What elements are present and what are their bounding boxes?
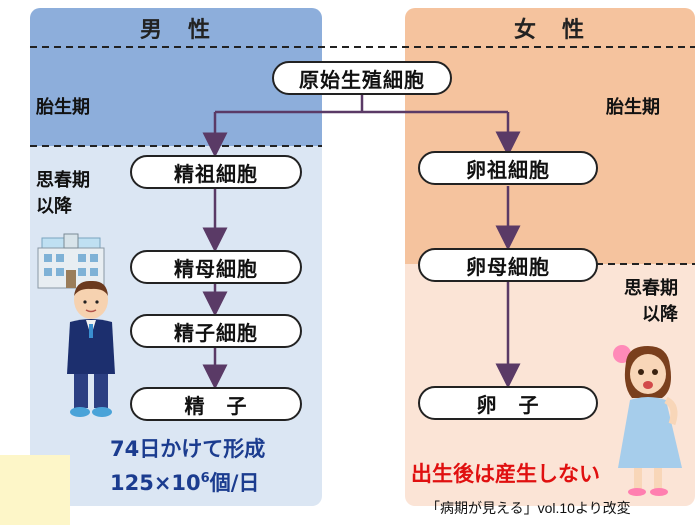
node-primordial-germ-cell: 原始生殖細胞 [272, 61, 452, 95]
male-production-rate: 125×106個/日 [110, 464, 265, 498]
female-fetal-region [405, 8, 695, 266]
puberty-label-left: 思春期 以降 [36, 168, 90, 220]
node-spermatid: 精子細胞 [130, 314, 302, 348]
puberty-label-left-line2: 以降 [36, 196, 72, 217]
node-primary-spermatocyte: 精母細胞 [130, 250, 302, 284]
puberty-label-right-line2: 以降 [642, 304, 678, 325]
puberty-label-left-line1: 思春期 [36, 170, 90, 191]
male-production-note: 74日かけて形成 125×106個/日 [110, 434, 265, 498]
puberty-label-right: 思春期 以降 [608, 276, 678, 328]
node-sperm: 精 子 [130, 387, 302, 421]
source-credit: 「病期が見える」vol.10より改変 [426, 500, 631, 516]
node-oogonium: 卵祖細胞 [418, 151, 598, 185]
node-spermatogonium: 精祖細胞 [130, 155, 302, 189]
boy-illustration [67, 280, 115, 417]
male-rate-prefix: 125×10 [110, 471, 201, 495]
corner-tint [0, 455, 70, 525]
puberty-label-right-line1: 思春期 [624, 278, 678, 299]
node-ovum: 卵 子 [418, 386, 598, 420]
female-header: 女 性 [513, 18, 586, 43]
male-production-duration: 74日かけて形成 [110, 437, 266, 461]
male-header: 男 性 [139, 18, 212, 43]
male-rate-exponent: 6 [200, 471, 210, 486]
node-primary-oocyte: 卵母細胞 [418, 248, 598, 282]
girl-illustration [613, 345, 682, 496]
male-rate-suffix: 個/日 [209, 471, 260, 495]
female-production-note: 出生後は産生しない [411, 462, 600, 486]
fetal-period-label-left: 胎生期 [36, 97, 90, 118]
fetal-period-label-right: 胎生期 [606, 97, 660, 118]
